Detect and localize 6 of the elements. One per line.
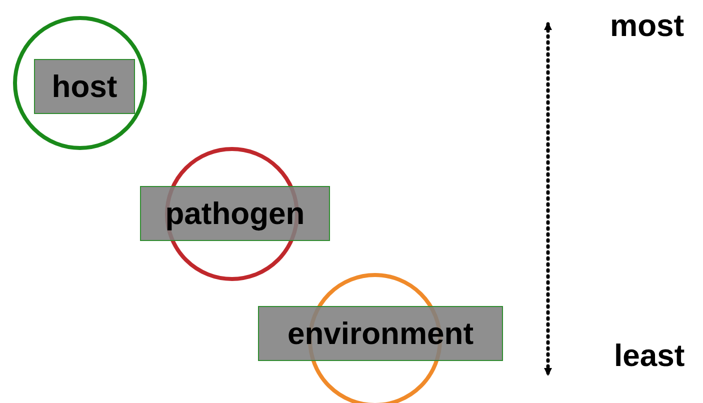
scale-label: most xyxy=(610,8,684,44)
label-box: pathogen xyxy=(140,186,330,241)
label-box: host xyxy=(34,59,135,114)
ring xyxy=(13,16,147,150)
label-box: environment xyxy=(258,306,503,361)
scale-label: least xyxy=(614,338,685,374)
